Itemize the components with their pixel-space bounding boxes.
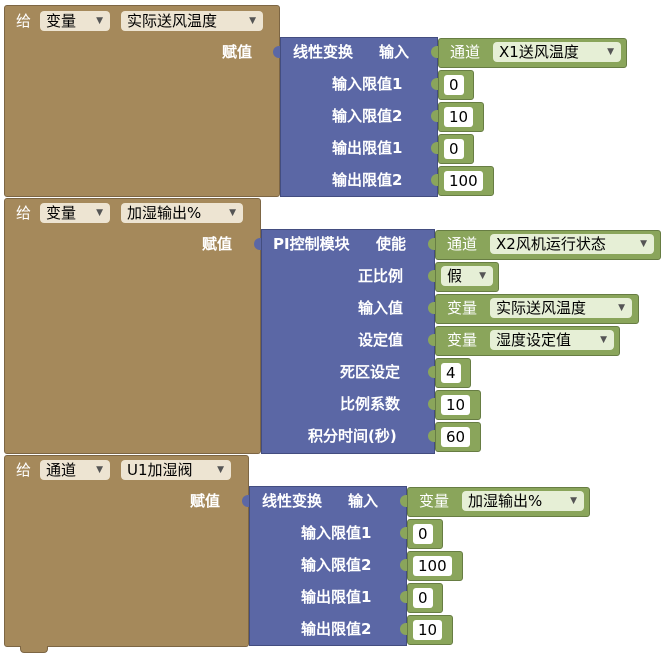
function-name: 线性变换 [293,43,354,61]
input-connector [254,238,261,250]
number-input[interactable]: 10 [441,395,471,415]
chevron-down-icon: ▼ [96,16,103,26]
param-label: 死区设定 [340,363,401,381]
chevron-down-icon: ▼ [618,303,625,313]
number-input[interactable]: 0 [444,139,464,159]
chevron-down-icon: ▼ [600,335,607,345]
variable-type-label: 变量 [447,299,478,317]
number-input[interactable]: 60 [441,427,471,447]
variable-dropdown[interactable]: 湿度设定值▼ [490,330,614,350]
variable-type-label: 变量 [447,331,478,349]
linear-transform-block-1[interactable] [280,37,438,197]
number-input[interactable]: 0 [444,75,464,95]
number-input[interactable]: 10 [413,620,443,640]
variable-type-label: 变量 [419,492,450,510]
input-connector [431,78,438,90]
function-name: PI控制模块 [273,235,350,253]
assign-label: 赋值 [202,235,233,253]
input-connector [431,174,438,186]
boolean-dropdown[interactable]: 假▼ [441,266,493,286]
target-type-dropdown[interactable]: 变量▼ [40,203,110,223]
input-connector [428,270,435,282]
target-type-dropdown[interactable]: 通道▼ [40,460,110,480]
variable-dropdown[interactable]: 加湿输出%▼ [462,491,584,511]
input-connector [428,238,435,250]
input-connector [400,559,407,571]
set-block-2[interactable] [4,198,261,454]
pi-control-block[interactable] [261,229,435,454]
set-label: 给 [16,461,32,479]
number-input[interactable]: 10 [444,107,474,127]
param-label: 积分时间(秒) [308,427,397,445]
param-label: 输入限值2 [301,556,372,574]
param-label: 输入限值1 [332,75,403,93]
number-input[interactable]: 100 [444,171,483,191]
chevron-down-icon: ▼ [479,271,486,281]
param-label: 输入限值2 [332,107,403,125]
input-connector [428,334,435,346]
param-label: 输出限值2 [301,620,372,638]
chevron-down-icon: ▼ [570,496,577,506]
param-label: 比例系数 [340,395,401,413]
input-connector [400,495,407,507]
block-bottom-notch [20,646,48,653]
input-connector [400,591,407,603]
function-name: 线性变换 [262,492,323,510]
input-connector [428,366,435,378]
input-label: 输入 [379,43,410,61]
channel-type-label: 通道 [450,43,481,61]
channel-dropdown[interactable]: X1送风温度▼ [493,42,621,62]
number-input[interactable]: 0 [413,588,433,608]
variable-dropdown[interactable]: 实际送风温度▼ [490,298,632,318]
enable-label: 使能 [376,235,407,253]
input-connector [431,46,438,58]
target-type-dropdown[interactable]: 变量▼ [40,11,110,31]
set-block-1[interactable] [4,5,280,197]
number-input[interactable]: 100 [413,556,452,576]
param-label: 输出限值1 [332,139,403,157]
input-label: 输入 [348,492,379,510]
chevron-down-icon: ▼ [640,239,647,249]
channel-dropdown[interactable]: X2风机运行状态▼ [490,234,654,254]
chevron-down-icon: ▼ [229,208,236,218]
target-name-dropdown[interactable]: 加湿输出%▼ [121,203,243,223]
input-connector [431,110,438,122]
input-connector [431,142,438,154]
input-connector [273,46,280,58]
target-name-dropdown[interactable]: 实际送风温度▼ [121,11,263,31]
set-block-3[interactable] [4,455,249,647]
chevron-down-icon: ▼ [607,47,614,57]
number-input[interactable]: 4 [441,363,461,383]
param-label: 输入值 [358,299,404,317]
chevron-down-icon: ▼ [96,208,103,218]
channel-type-label: 通道 [447,235,478,253]
param-label: 设定值 [358,331,404,349]
assign-label: 赋值 [190,492,221,510]
chevron-down-icon: ▼ [217,465,224,475]
param-label: 输出限值2 [332,171,403,189]
assign-label: 赋值 [222,43,253,61]
input-connector [400,527,407,539]
number-input[interactable]: 0 [413,524,433,544]
param-label: 输出限值1 [301,588,372,606]
chevron-down-icon: ▼ [96,465,103,475]
input-connector [242,495,249,507]
target-name-dropdown[interactable]: U1加湿阀▼ [121,460,231,480]
input-connector [400,623,407,635]
set-label: 给 [16,204,32,222]
param-label: 输入限值1 [301,524,372,542]
param-label: 正比例 [358,267,404,285]
input-connector [428,398,435,410]
set-label: 给 [16,12,32,30]
input-connector [428,302,435,314]
chevron-down-icon: ▼ [249,16,256,26]
input-connector [428,430,435,442]
